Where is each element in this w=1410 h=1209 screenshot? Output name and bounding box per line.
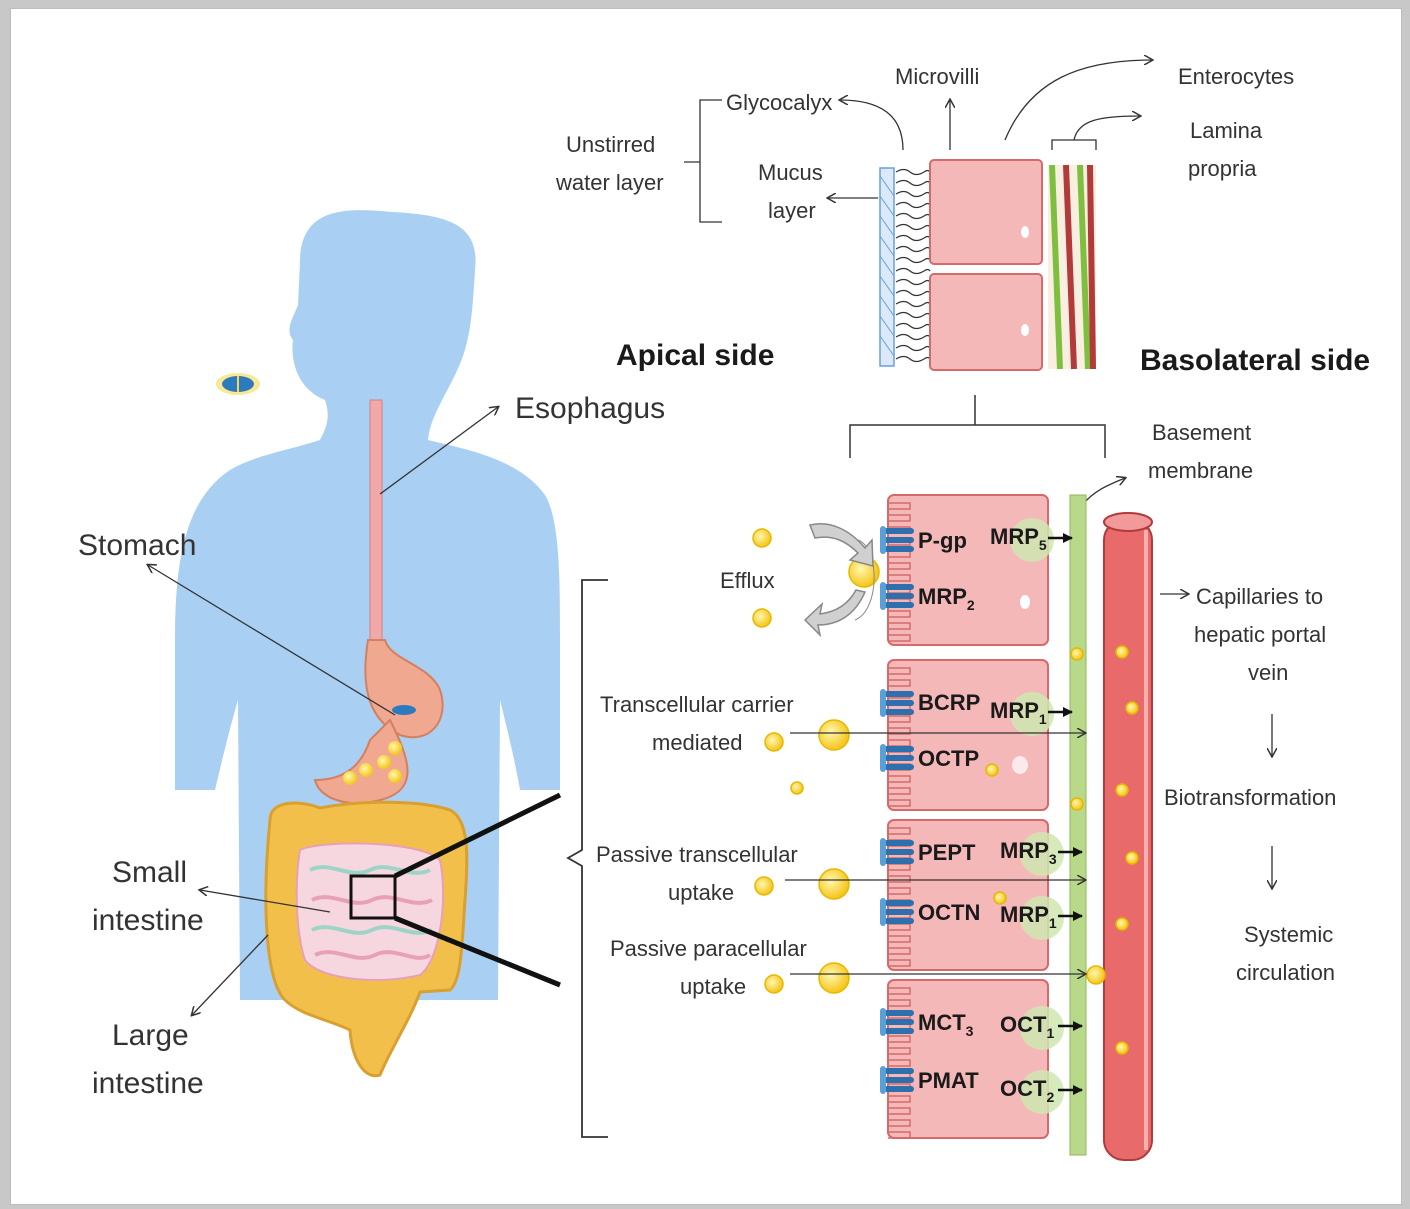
efflux-arrow-top xyxy=(810,524,873,566)
transcellular-carrier-label-2: mediated xyxy=(652,730,743,755)
svg-text:MRP1: MRP1 xyxy=(990,698,1047,727)
apical-transporter-label: OCTN xyxy=(918,900,980,925)
drug-molecule-icon xyxy=(1116,784,1128,796)
stomach-label: Stomach xyxy=(78,529,196,562)
svg-text:OCT2: OCT2 xyxy=(1000,1076,1054,1105)
passive-paracellular-label-2: uptake xyxy=(680,974,746,999)
efflux-label: Efflux xyxy=(720,568,775,593)
efflux-arrow-bottom xyxy=(805,590,865,635)
capillaries-label-2: hepatic portal xyxy=(1194,622,1326,647)
microvilli-label: Microvilli xyxy=(895,64,979,89)
enterocytes-label: Enterocytes xyxy=(1178,64,1294,89)
drug-molecule-icon xyxy=(791,782,803,794)
systemic-circulation-label-2: circulation xyxy=(1236,960,1335,985)
esophagus-label: Esophagus xyxy=(515,392,665,425)
apical-transporter-label: OCTP xyxy=(918,746,979,771)
svg-text:MCT3: MCT3 xyxy=(918,1010,974,1039)
drug-molecule-icon xyxy=(755,877,773,895)
drug-molecule-icon xyxy=(1087,966,1105,984)
capillaries-label-1: Capillaries to xyxy=(1196,584,1323,609)
large-intestine-label-1: Large xyxy=(112,1019,189,1052)
apical-transporter-label: MRP2 xyxy=(918,584,975,613)
transcellular-carrier-label-1: Transcellular carrier xyxy=(600,692,794,717)
drug-molecule-icon xyxy=(1126,852,1138,864)
unstirred-water-layer-label-2: water layer xyxy=(555,170,664,195)
small-intestine-label-1: Small xyxy=(112,856,187,889)
apical-transporter-label: BCRP xyxy=(918,690,980,715)
drug-molecule-icon xyxy=(1126,702,1138,714)
svg-text:P-gp: P-gp xyxy=(918,528,967,553)
carrier-protein-icon xyxy=(880,1008,914,1036)
apical-transporter-label: P-gp xyxy=(918,528,967,553)
basement-membrane xyxy=(1070,495,1086,1155)
drug-molecule-icon xyxy=(1071,648,1083,660)
drug-molecule-icon xyxy=(819,963,849,993)
svg-text:OCTP: OCTP xyxy=(918,746,979,771)
carrier-protein-icon xyxy=(880,582,914,610)
basement-membrane-label-1: Basement xyxy=(1152,420,1251,445)
carrier-protein-icon xyxy=(880,526,914,554)
svg-text:MRP3: MRP3 xyxy=(1000,838,1057,867)
svg-text:MRP5: MRP5 xyxy=(990,524,1047,553)
apical-side-label: Apical side xyxy=(616,339,774,372)
carrier-protein-icon xyxy=(880,744,914,772)
lamina-propria-label-1: Lamina xyxy=(1190,118,1263,143)
drug-molecule-icon xyxy=(1116,918,1128,930)
large-intestine-label-2: intestine xyxy=(92,1067,204,1100)
drug-molecule-icon xyxy=(819,720,849,750)
drug-molecule-icon xyxy=(1116,646,1128,658)
biotransformation-label: Biotransformation xyxy=(1164,785,1336,810)
drug-molecule-icon xyxy=(765,975,783,993)
svg-text:PMAT: PMAT xyxy=(918,1068,979,1093)
mucus-layer-label-1: Mucus xyxy=(758,160,823,185)
svg-text:OCT1: OCT1 xyxy=(1000,1012,1054,1041)
carrier-protein-icon xyxy=(880,838,914,866)
small-intestine-label-2: intestine xyxy=(92,904,204,937)
svg-text:BCRP: BCRP xyxy=(918,690,980,715)
drug-molecule-icon xyxy=(1116,1042,1128,1054)
drug-molecule-icon xyxy=(1071,798,1083,810)
svg-text:MRP1: MRP1 xyxy=(1000,902,1057,931)
basement-membrane-label-2: membrane xyxy=(1148,458,1253,483)
apical-transporter-label: PMAT xyxy=(918,1068,979,1093)
svg-text:OCTN: OCTN xyxy=(918,900,980,925)
carrier-protein-icon xyxy=(880,689,914,717)
drug-molecule-icon xyxy=(765,733,783,751)
drug-molecule-icon xyxy=(986,764,998,776)
carrier-protein-icon xyxy=(880,898,914,926)
intestines xyxy=(266,802,467,1076)
systemic-circulation-label-1: Systemic xyxy=(1244,922,1333,947)
apical-transporter-label: PEPT xyxy=(918,840,976,865)
lamina-propria-label-2: propria xyxy=(1188,156,1257,181)
epithelium-inset xyxy=(880,160,1096,370)
apical-transporter-label: MCT3 xyxy=(918,1010,974,1039)
svg-text:MRP2: MRP2 xyxy=(918,584,975,613)
drug-molecule-icon xyxy=(753,529,771,547)
passive-transcellular-label-1: Passive transcellular xyxy=(596,842,798,867)
drug-molecule-icon xyxy=(753,609,771,627)
basolateral-side-label: Basolateral side xyxy=(1140,344,1370,377)
glycocalyx-label: Glycocalyx xyxy=(726,90,832,115)
capillaries-label-3: vein xyxy=(1248,660,1288,685)
unstirred-water-layer-label-1: Unstirred xyxy=(566,132,655,157)
passive-transcellular-label-2: uptake xyxy=(668,880,734,905)
carrier-protein-icon xyxy=(880,1066,914,1094)
mucus-layer-label-2: layer xyxy=(768,198,816,223)
svg-text:PEPT: PEPT xyxy=(918,840,976,865)
inset-brace xyxy=(850,395,1105,458)
drug-molecule-icon xyxy=(819,869,849,899)
passive-paracellular-label-1: Passive paracellular xyxy=(610,936,807,961)
